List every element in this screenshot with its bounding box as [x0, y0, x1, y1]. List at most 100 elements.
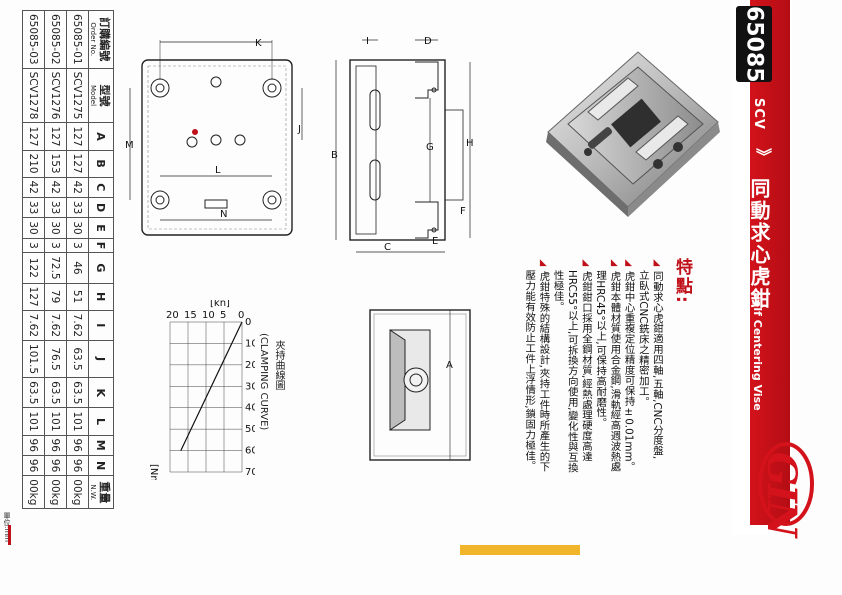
table-cell: 33	[44, 197, 67, 218]
feature-text: 虎鉗特殊的結構設計,夾持工件時所產生的下	[537, 271, 550, 472]
table-cell: 33	[66, 197, 89, 218]
bullet-triangle-icon: ◣	[581, 258, 591, 268]
table-cell: 72.5	[44, 252, 67, 284]
brand-logo	[758, 442, 814, 526]
table-cell: 65085-02	[44, 10, 67, 69]
table-cell: 30	[22, 217, 45, 239]
table-cell: 63.5	[22, 377, 45, 408]
header-main: 重量	[98, 481, 111, 504]
header-main: K	[94, 388, 108, 398]
chart-x-tick-label: 40	[245, 403, 255, 414]
header-sub: N.W.	[89, 484, 97, 501]
spec-table-header-cell: C	[88, 177, 114, 198]
header-main: A	[94, 132, 108, 141]
spec-table-header-cell: M	[88, 435, 114, 456]
header-main: L	[94, 418, 108, 426]
table-cell: 153	[44, 150, 67, 178]
top-view-drawing: K J M L N	[125, 38, 303, 236]
chart-y-tick-label: 0	[238, 310, 244, 321]
table-cell: SCV1275	[66, 68, 89, 123]
table-cell: 7.62	[22, 310, 45, 341]
header-main: F	[94, 241, 108, 250]
feature-line: 立臥式CNC銑床之精密加工。	[636, 270, 650, 407]
feature-text: 虎鉗中心重複定位精度可保持±0.01mm。	[622, 271, 635, 472]
table-cell: 96	[66, 455, 89, 476]
table-cell: SCV1276	[44, 68, 67, 123]
header-main: J	[94, 357, 108, 362]
spec-table-header-cell: H	[88, 283, 114, 311]
table-cell: 96	[44, 455, 67, 476]
feature-line: 理HRC45°以上,可保持高耐磨性。	[593, 270, 607, 428]
table-cell: 46	[66, 252, 89, 284]
chart-y-unit: [kn]	[210, 300, 230, 309]
chart-x-tick-label: 50	[245, 424, 255, 435]
header-main: B	[94, 159, 108, 168]
chart-x-tick-label: 70	[245, 467, 255, 478]
feature-line: ◣虎鉗鉗口採用全鋼材質,經熱處理硬度高達	[579, 258, 593, 462]
spec-table-header-cell: B	[88, 150, 114, 178]
chart-y-tick-label: 10	[202, 310, 215, 321]
header-main: N	[94, 460, 108, 471]
features-title: 特點:	[672, 258, 692, 305]
chart-grid	[169, 321, 243, 473]
chevron-icon: 》	[753, 148, 772, 164]
table-cell: 7.62	[44, 310, 67, 341]
chart-x-tick-label: 20	[245, 360, 255, 371]
feature-line: ◣虎鉗特殊的結構設計,夾持工件時所產生的下	[536, 258, 550, 472]
table-cell: 63.5	[66, 340, 89, 378]
chart-x-tick-label: 30	[245, 381, 255, 392]
table-cell: 63.5	[44, 377, 67, 408]
header-sub: Order No.	[89, 22, 97, 57]
table-cell: 51	[66, 283, 89, 311]
chart-x-tick-label: 0	[245, 317, 251, 328]
page-title-en: Self Centering Vise	[751, 292, 764, 411]
chart-y-tick-label: 20	[166, 310, 179, 321]
model-code: 65085	[736, 6, 772, 82]
table-cell: 00kg	[22, 475, 45, 509]
chart-x-tick-label: 60	[245, 446, 255, 457]
feature-line: ◣同動求心虎鉗適用四軸,五軸,CNC分度盤,	[650, 258, 664, 459]
header-main: I	[94, 323, 108, 328]
table-cell: 00kg	[66, 475, 89, 509]
spec-table-header-cell: L	[88, 407, 114, 436]
table-cell: 96	[22, 435, 45, 456]
table-cell: 42	[22, 177, 45, 198]
table-cell: 101	[22, 407, 45, 436]
dim-label-D: D	[424, 36, 432, 47]
spec-table-header-cell: K	[88, 377, 114, 408]
unit-note: 單位:mm	[3, 512, 11, 542]
table-cell: 42	[66, 177, 89, 198]
feature-text: 虎鉗本體材質使用合金鋼,滑軌經高週波熱處	[608, 271, 621, 472]
spec-table-header-cell: E	[88, 217, 114, 239]
feature-line: ◣ 虎鉗本體材質使用合金鋼,滑軌經高週波熱處	[607, 258, 621, 472]
feature-text: 理HRC45°以上,可保持高耐磨性。	[594, 270, 607, 428]
feature-text: HRC55°以上,可拆換方向使用,變化性與互換	[565, 270, 578, 473]
header-main: D	[94, 203, 108, 213]
dim-label-M: M	[125, 140, 134, 151]
table-cell: 101	[66, 407, 89, 436]
spec-table-header-cell: G	[88, 252, 114, 284]
dim-label-G: G	[426, 142, 434, 153]
table-cell: 101.5	[22, 340, 45, 378]
table-cell: 30	[66, 217, 89, 239]
feature-text: 性極佳。	[551, 270, 564, 312]
table-cell: 96	[44, 435, 67, 456]
chart-y-tick-label: 15	[184, 310, 197, 321]
spec-table-header-cell: N	[88, 455, 114, 476]
chart-series-line	[180, 321, 243, 451]
table-cell: 96	[66, 435, 89, 456]
dim-label-A: A	[446, 360, 453, 371]
dim-label-N: N	[220, 209, 227, 220]
table-cell: 65085-03	[22, 10, 45, 69]
table-cell: 79	[44, 283, 67, 311]
spec-table-header-cell: D	[88, 197, 114, 218]
page-tab	[460, 545, 580, 555]
bullet-triangle-icon: ◣	[609, 258, 620, 268]
feature-line: 性極佳。	[551, 270, 565, 312]
table-cell: 76.5	[44, 340, 67, 378]
